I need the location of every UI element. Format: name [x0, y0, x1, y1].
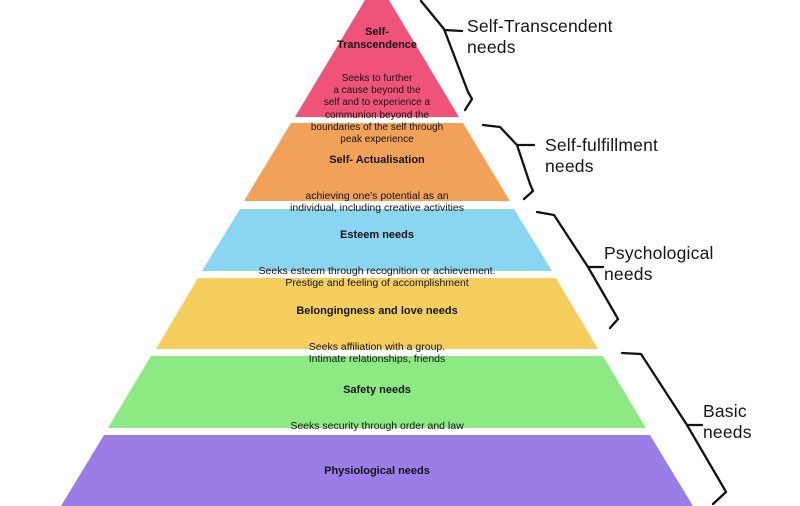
bracket-self-fulfillment-needs — [481, 123, 536, 201]
bracket-psychological-needs — [535, 210, 620, 330]
group-label-self-fulfillment-needs: Self-fulfillment needs — [545, 135, 659, 176]
pyramid-level-self-transcendence — [295, 0, 459, 117]
bracket-self-transcendent-needs — [419, 0, 474, 112]
bracket-basic-needs — [620, 351, 728, 506]
pyramid-level-belongingness — [156, 278, 598, 349]
pyramid-level-physiological — [61, 435, 693, 506]
pyramid-level-self-actualisation — [244, 123, 510, 201]
group-label-psychological-needs: Psychological needs — [604, 243, 714, 284]
group-label-basic-needs: Basic needs — [703, 401, 752, 442]
pyramid-level-safety — [108, 356, 646, 428]
pyramid-level-esteem — [202, 209, 552, 271]
group-label-self-transcendent-needs: Self-Transcendent needs — [467, 16, 613, 57]
